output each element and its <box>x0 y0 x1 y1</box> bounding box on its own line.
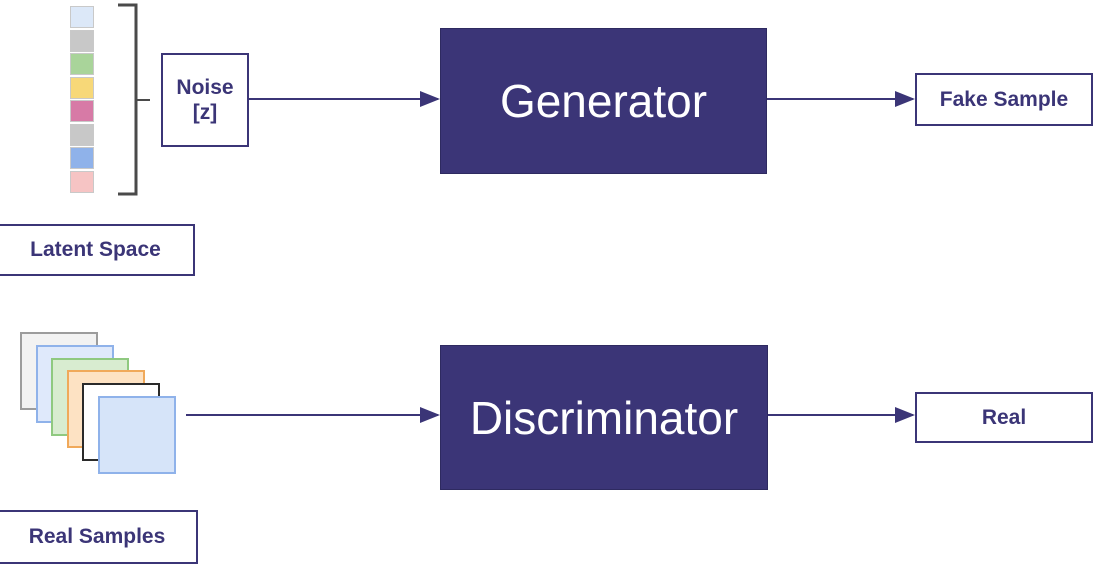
fake-sample-box: Fake Sample <box>915 73 1093 126</box>
fake-sample-label: Fake Sample <box>939 87 1069 111</box>
latent-space-label: Latent Space <box>0 224 195 276</box>
latent-cell <box>70 147 94 169</box>
real-samples-label: Real Samples <box>0 510 198 564</box>
real-samples-stack <box>20 332 182 494</box>
latent-cell <box>70 123 94 146</box>
noise-box: Noise [z] <box>161 53 249 147</box>
generator-box: Generator <box>440 28 767 174</box>
latent-cell <box>70 170 94 193</box>
real-samples-text: Real Samples <box>28 525 166 549</box>
noise-z-label: [z] <box>192 101 218 124</box>
latent-cell <box>70 29 94 52</box>
real-sample-sheet <box>97 396 176 474</box>
latent-bracket <box>118 3 150 196</box>
latent-cell <box>70 100 94 122</box>
latent-cell <box>70 53 94 75</box>
discriminator-label: Discriminator <box>469 391 739 444</box>
noise-label: Noise <box>176 75 234 99</box>
real-output-label: Real <box>981 405 1027 429</box>
generator-label: Generator <box>499 75 708 127</box>
latent-cell <box>70 6 94 28</box>
latent-cell <box>70 76 94 99</box>
real-output-box: Real <box>915 392 1093 443</box>
latent-space-text: Latent Space <box>30 238 161 262</box>
discriminator-box: Discriminator <box>440 345 768 490</box>
latent-vector <box>70 6 94 194</box>
